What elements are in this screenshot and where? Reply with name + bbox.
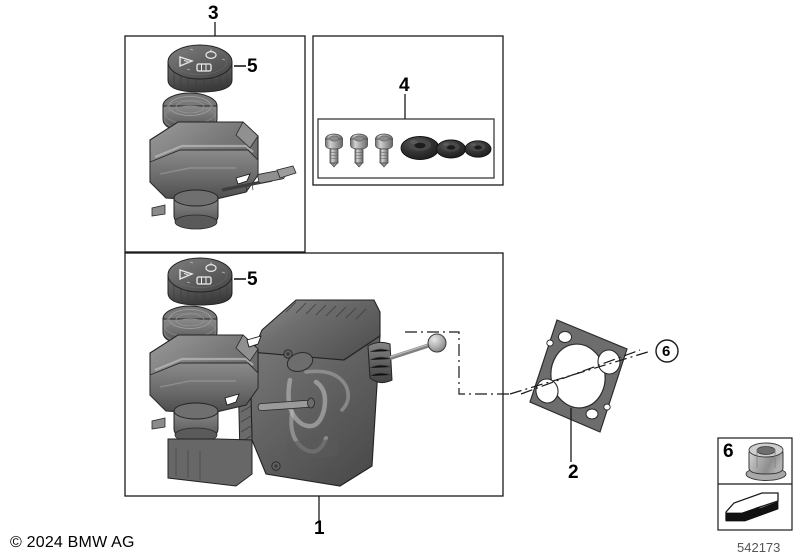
screw-3 [375,133,393,168]
reference-line-6 [405,331,652,395]
callout-circle-6 [655,339,679,363]
power-brake-module [237,299,447,487]
callout-3: 3 [208,3,219,24]
reference-line-6-gasket-cross [520,349,641,395]
brake-fluid-reservoir-lower [149,305,262,487]
callout-5-lower: 5 [247,269,258,290]
grommet-1 [400,136,440,160]
callout-2: 2 [568,462,579,483]
oil-can-icon-lower [205,262,217,273]
callout-6-legend: 6 [723,441,734,462]
screws-and-grommets [325,133,492,168]
grommet-3 [464,140,492,158]
grommet-2 [436,139,466,159]
screw-2 [350,133,368,168]
brake-fluid-reservoir-upper [149,92,297,230]
callout-4: 4 [399,75,410,96]
direction-arrow-icon [725,492,779,522]
group-box-4-outer [312,35,504,186]
book-manual-icon [196,63,212,72]
group-box-4-inner [317,118,495,179]
warning-triangle-icon-lower [179,269,194,281]
callout-6-circled: 6 [662,343,671,360]
group-box-3 [124,22,306,253]
book-manual-icon-lower [196,276,212,285]
flange-nut [745,442,787,481]
diagram-number: 542173 [737,540,781,555]
oil-can-icon [205,49,217,59]
callout-5-upper: 5 [247,56,258,77]
reservoir-cap-upper [167,44,246,93]
callout-1: 1 [314,518,325,539]
gasket-plate [529,319,628,462]
reservoir-cap-lower [167,257,246,306]
copyright-notice: © 2024 BMW AG [10,534,135,551]
warning-triangle-icon [179,56,194,68]
legend-box [717,437,793,531]
group-box-1 [124,252,504,522]
screw-1 [325,133,343,168]
